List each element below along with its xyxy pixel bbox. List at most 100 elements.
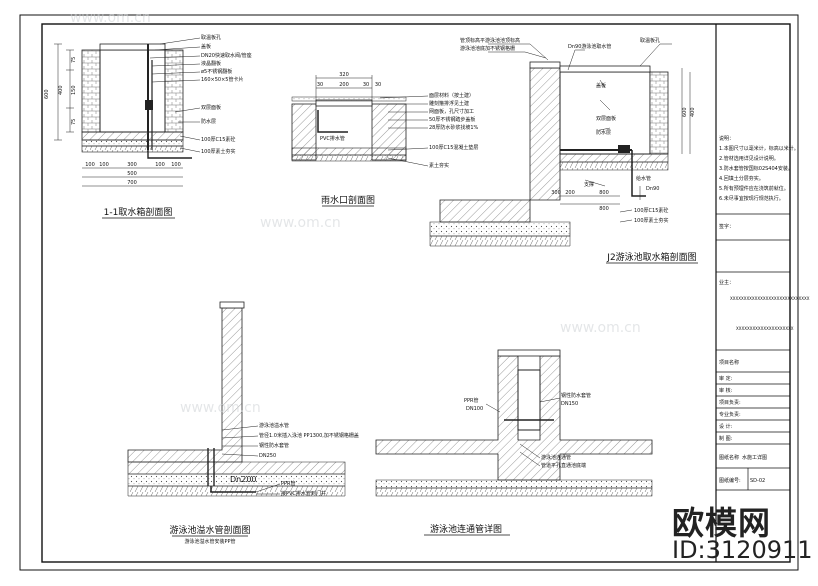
d3-label-4: 盖板	[596, 82, 606, 89]
overflow-pipe-section: 游泳池溢水管 管径1.0米插入泳池 PP1300,加不锈钢格栅盖 钢性防水套管 …	[127, 301, 359, 545]
d5-label-2: 钢性防水套管	[561, 392, 591, 399]
brand-logo: 欧模网	[672, 504, 772, 542]
d3-dim-1: 400	[690, 107, 696, 117]
notes-title: 说明：	[719, 135, 734, 142]
d3-dim-4: 200	[565, 190, 575, 196]
d2-dim-0: 320	[339, 72, 349, 78]
d5-label-5: 管道平孔直通池底端	[541, 462, 586, 469]
d3-dim-0: 600	[682, 107, 688, 117]
d1-label-5: 160×50×5管卡片	[201, 76, 243, 83]
d4-label-2: 钢性防水套管	[259, 442, 289, 449]
note-5: 6.未尽事宜按现行规范执行。	[719, 195, 784, 202]
d5-label-4: 游泳池连通管	[541, 454, 571, 461]
note-0: 1.本图尺寸以毫米计，标高以米计。	[719, 145, 799, 152]
d3-label-0: 管顶标高平游泳池池顶标高	[460, 37, 520, 44]
d2-label-3: 50厚不锈钢踏步盖板	[429, 116, 475, 123]
d2-label-2: 网面板，孔尺寸加工	[429, 108, 474, 115]
tb-label-1: 业主：	[719, 279, 734, 286]
d3-label-2: Dn90游泳池取水管	[568, 43, 611, 50]
d1-dim-v1: 400	[58, 85, 64, 95]
d1-dim-v0: 600	[44, 89, 50, 99]
tb-label-6: 项目负责:	[719, 399, 741, 406]
d3-label-1: 游泳池池底加不锈钢格栅	[460, 45, 515, 52]
d5-label-0: PPR管	[464, 397, 479, 404]
d2-label-6: 素土夯实	[429, 162, 449, 169]
d2-dim-4: 30	[375, 82, 381, 88]
d1-dim-h1: 100	[99, 162, 109, 168]
d1-label-4: ø5不锈钢翻板	[201, 68, 232, 75]
d3-dim-3: 800	[599, 206, 609, 212]
tb-label-0: 签字：	[719, 223, 734, 230]
d3-label-11: 100厚素土夯实	[634, 217, 669, 224]
d4-dim: Dn200	[230, 475, 257, 484]
d4-label-0: 游泳池溢水管	[259, 422, 289, 429]
d5-title: 游泳池连通管详图	[430, 523, 502, 535]
tb-value-10: 水施工详图	[742, 454, 767, 461]
d1-title: 1-1取水箱剖面图	[104, 206, 173, 218]
d3-label-8: 给水管	[636, 175, 651, 182]
d1-label-6: 双层面板	[201, 104, 221, 111]
d1-dim-h3: 100	[155, 162, 165, 168]
d4-label-3: DN250	[259, 453, 276, 459]
section-1-1: 取温板孔 盖板 DN20快速取水阀/管座 液晶翻板 ø5不锈钢翻板 160×50…	[44, 34, 252, 219]
d1-dim-v4: 75	[71, 119, 77, 125]
d5-label-3: DN150	[561, 401, 578, 407]
sheet-border	[19, 14, 799, 571]
rain-inlet-section: 320 30 200 30 30 面层材料（按土建） 雕刻箍排浮见土建 网面板，…	[291, 72, 479, 207]
d2-title: 雨水口剖面图	[321, 194, 375, 206]
tb-label-10: 图纸名称	[719, 454, 739, 461]
connecting-pipe-detail: PPR管 DN100 钢性防水套管 DN150 游泳池连通管 管道平孔直通池底端…	[375, 349, 653, 536]
tb-label-11: 图纸编号:	[719, 477, 741, 484]
d2-label-1: 雕刻箍排浮见土建	[429, 100, 469, 107]
d3-label-5: 双层面板	[596, 115, 616, 122]
d3-label-10: 100厚C15素砼	[634, 207, 668, 214]
d1-dim-h4: 100	[171, 162, 181, 168]
tb-label-9: 制 图:	[719, 435, 733, 442]
d3-label-3: 取温板孔	[640, 37, 660, 44]
d5-label-1: DN100	[466, 406, 483, 412]
d1-dim-bot: 700	[127, 180, 137, 186]
d4-label-1: 管径1.0米插入泳池 PP1300,加不锈钢格栅盖	[259, 432, 359, 439]
d1-dim-v3: 150	[71, 85, 77, 95]
d1-label-2: DN20快速取水阀/管座	[201, 52, 252, 59]
tb-label-3: 项目名称	[719, 359, 739, 366]
d1-dim-mid: 500	[127, 171, 137, 177]
d2-label-4: 28厚防水砂浆找坡1%	[429, 124, 479, 131]
tb-value-11: SD-02	[750, 478, 765, 484]
d2-label-5: 100厚C15混凝土垫层	[429, 144, 478, 151]
brand-id: ID:3120911	[672, 536, 813, 564]
j2-intake-section: 管顶标高平游泳池池顶标高 游泳池池底加不锈钢格栅 Dn90游泳池取水管 取温板孔…	[429, 37, 698, 264]
d1-dim-h0: 100	[85, 162, 95, 168]
d3-dim-5: 300	[551, 190, 561, 196]
tb-label-4: 审 定:	[719, 375, 733, 382]
note-1: 2.管材选用详见设计说明。	[719, 155, 779, 162]
d1-label-8: 100厚C15素砼	[201, 136, 235, 143]
d1-label-0: 取温板孔	[201, 34, 221, 41]
d4-label-5: 接PVC排水管到门井	[281, 490, 326, 497]
d3-label-7: 支撑	[584, 181, 594, 188]
inner-frame	[41, 23, 791, 563]
d2-dim-1: 30	[317, 82, 323, 88]
d2-label-0: 面层材料（按土建）	[429, 92, 474, 99]
d2-label-7: PVC排水管	[320, 135, 345, 142]
d1-label-9: 100厚素土夯实	[201, 148, 236, 155]
d1-label-7: 防水层	[201, 118, 216, 125]
d3-title: J2游泳池取水箱剖面图	[606, 251, 696, 263]
d3-label-6: 防水层	[596, 129, 611, 136]
d3-dim-2: 800	[599, 190, 609, 196]
tb-value-2: XXXXXXXXXXXXXXXXXXXXX	[736, 326, 794, 331]
d1-label-3: 液晶翻板	[201, 60, 221, 67]
d1-dim-h2: 300	[127, 162, 137, 168]
d2-dim-3: 30	[363, 82, 369, 88]
d3-label-9: Dn90	[646, 186, 659, 192]
tb-value-1: XXXXXXXXXXXXXXXXXXXXXXXXXXXXX	[730, 296, 810, 301]
title-block	[716, 213, 790, 491]
tb-label-8: 设 计:	[719, 423, 733, 430]
tb-label-7: 专业负责:	[719, 411, 741, 418]
d1-dim-v2: 75	[71, 57, 77, 63]
tb-label-5: 审 核:	[719, 387, 733, 394]
d1-label-1: 盖板	[201, 43, 211, 50]
d4-label-4: PPR管	[281, 480, 296, 487]
